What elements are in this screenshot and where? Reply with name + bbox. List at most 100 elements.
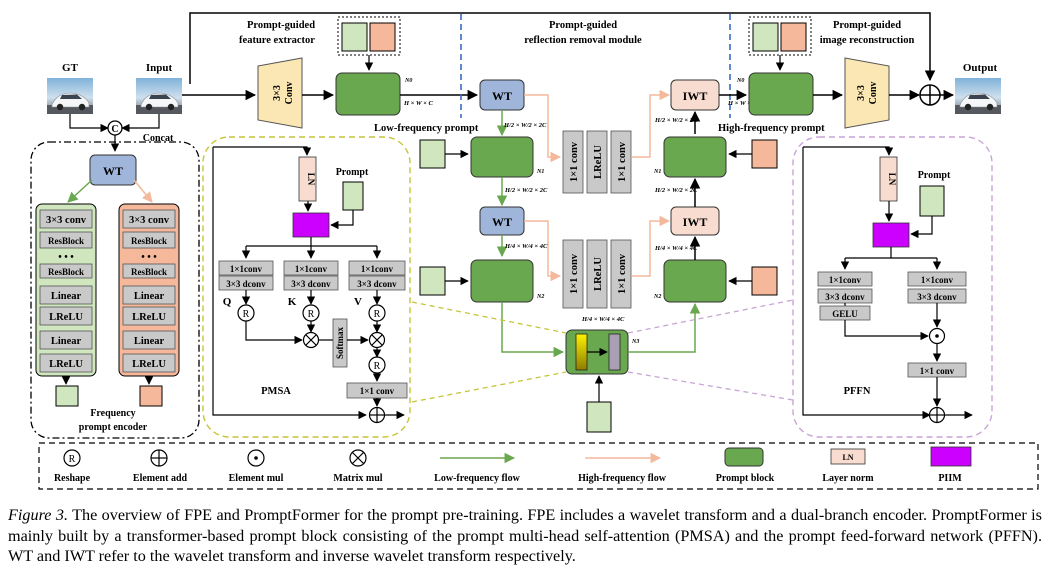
pmsa-zoom-line-bottom (411, 371, 567, 403)
dim-full-left: H × W × C (403, 100, 434, 107)
dim-half-4: H/2 × W/2 × 2C (654, 187, 698, 194)
encoder-high-layer-label: 3×3 conv (129, 215, 170, 226)
encoder-low-layer-box (39, 353, 93, 373)
iwt-label-1: IWT (683, 89, 708, 103)
pmsa-prompt-icon (342, 181, 364, 211)
high-frequency-prompt-icon (369, 22, 396, 52)
dim-half-1: H/2 × W/2 × 2C (503, 122, 547, 129)
input-to-concat-arrow (121, 114, 160, 133)
encoder-high-layer-box (122, 263, 176, 279)
input-image (135, 77, 183, 115)
k-conv-label: 1×1conv (295, 264, 328, 274)
concat-label: Concat (143, 133, 174, 144)
output-image (954, 77, 1002, 115)
low-frequency-prompt-icon-right (752, 22, 779, 52)
stack2-conv-b: 1×1 conv (617, 253, 628, 294)
q-to-matmul-arrow (245, 321, 303, 345)
dim-half-3: H/2 × W/2 × 2C (504, 187, 548, 194)
prompt-block-n0-left (335, 72, 401, 116)
encoder-high-layer-box (122, 306, 176, 326)
encoder-low-layer-label: • • • (58, 252, 74, 263)
encoder-high-layer-label: ResBlock (131, 236, 167, 246)
encoder-high-layer-box (122, 209, 176, 229)
pmsa-prompt-label: Prompt (336, 167, 369, 178)
stack1-conv-a: 1×1 conv (569, 141, 580, 182)
encoder-wt-label: WT (103, 164, 123, 178)
pffn-left-dconv-label: 3×3 dconv (825, 292, 865, 302)
stack2-lrelu: LReLU (593, 257, 604, 291)
freq-conv-stack-2: 1×1 conv LReLU 1×1 conv (562, 239, 632, 309)
pffn-prompt-arrow (910, 216, 933, 239)
encoder-high-prompt-output (139, 385, 163, 407)
encoder-high-layer-box (122, 330, 176, 350)
gt-label: GT (62, 62, 79, 74)
prompt-block-n1-left (470, 136, 534, 178)
feature-conv-kernel-label: 3×3 (272, 85, 283, 101)
pffn-title: PFFN (844, 386, 871, 397)
encoder-high-layer-label: LReLU (132, 312, 166, 323)
pmsa-piim-block (292, 212, 330, 238)
pmsa-input-arrow (213, 146, 312, 156)
figure-caption: Figure 3. The overview of FPE and Prompt… (8, 505, 1042, 567)
legend-matrix-mul-label: Matrix mul (333, 473, 382, 484)
low-prompt-n1-left (419, 139, 446, 169)
v-label: V (354, 296, 362, 308)
encoder-wt-block (89, 154, 137, 186)
pir-module-title-2: image reconstruction (820, 35, 915, 46)
encoder-high-layer-label: LReLU (132, 359, 166, 370)
k-dconv-label: 3×3 dconv (291, 279, 331, 289)
softmax-label: Softmax (335, 327, 345, 359)
encoder-low-layer-box (39, 330, 93, 350)
reshape-icon (63, 449, 81, 467)
n2-label-right: N2 (653, 294, 661, 300)
n2-label-left: N2 (536, 294, 544, 300)
encoder-low-layer-label: 3×3 conv (46, 215, 87, 226)
k-label: K (288, 296, 297, 308)
encoder-high-layer-label: • • • (141, 252, 157, 263)
legend-piim-label: PIIM (938, 473, 962, 484)
k-reshape-symbol: R (308, 309, 315, 320)
pffn-ln-label: LN (887, 173, 897, 186)
q-reshape-symbol: R (243, 309, 250, 320)
prompt-block-n0-right (748, 72, 814, 116)
encoder-high-layer-box (122, 285, 176, 305)
fpe-module-title-2: feature extractor (239, 35, 315, 46)
fpe-module-title-1: Prompt-guided (247, 20, 315, 31)
gt-image (46, 77, 94, 115)
recon-conv-kernel-label: 3×3 (856, 85, 867, 101)
pir-module-title-1: Prompt-guided (833, 20, 901, 31)
encoder-high-layer-box (122, 231, 176, 249)
freq-conv-stack-1: 1×1 conv LReLU 1×1 conv (562, 130, 632, 194)
legend-frame (38, 442, 1039, 490)
pffn-zoom-line-top (627, 299, 794, 334)
pffn-right-conv1x1 (907, 271, 967, 287)
feature-conv-block (257, 57, 303, 129)
low-frequency-prompt-label: Low-frequency prompt (374, 123, 479, 134)
encoder-high-layer-label: Linear (134, 336, 165, 347)
input-label: Input (146, 62, 173, 74)
figure-diagram: GT Input Output C Concat 3×3 Conv Prompt… (30, 12, 1039, 490)
pffn-right-conv-label: 1×1conv (921, 275, 954, 285)
caption-label: Figure 3. (8, 506, 68, 524)
low-prompt-n3 (586, 401, 612, 433)
n0-label-right: N0 (736, 78, 744, 84)
pmsa-panel: LN Prompt 1×1conv 3×3 dconv 1×1conv 3×3 … (202, 136, 411, 438)
encoder-low-layer-box (39, 231, 93, 249)
pmsa-residual-arrow (212, 147, 367, 420)
encoder-high-layer-label: ResBlock (131, 267, 167, 277)
prm-module-title-2: reflection removal module (524, 35, 642, 46)
skip-connection-arrow (189, 12, 936, 84)
softmax-block (332, 318, 348, 368)
q-conv1x1 (218, 260, 274, 276)
dim-quarter-1: H/4 × W/4 × 4C (504, 243, 548, 250)
center-unet: N1 H/2 × W/2 × 2C WT H/4 × W/4 × 4C N2 1… (411, 130, 794, 433)
reconstruction-conv-block (844, 57, 890, 129)
top-pipeline: GT Input Output C Concat 3×3 Conv Prompt… (46, 12, 1002, 163)
pffn-piim-block (872, 222, 910, 248)
out-reshape-symbol: R (374, 361, 381, 372)
caption-text: The overview of FPE and PromptFormer for… (8, 506, 1042, 565)
pffn-panel: LN Prompt 1×1conv 3×3 dconv 1×1conv 3×3 … (792, 136, 993, 438)
n2-to-n3-arrow (501, 302, 565, 358)
high-frequency-prompt-label: High-frequency prompt (718, 123, 825, 134)
low-frequency-prompt-icon (341, 22, 368, 52)
